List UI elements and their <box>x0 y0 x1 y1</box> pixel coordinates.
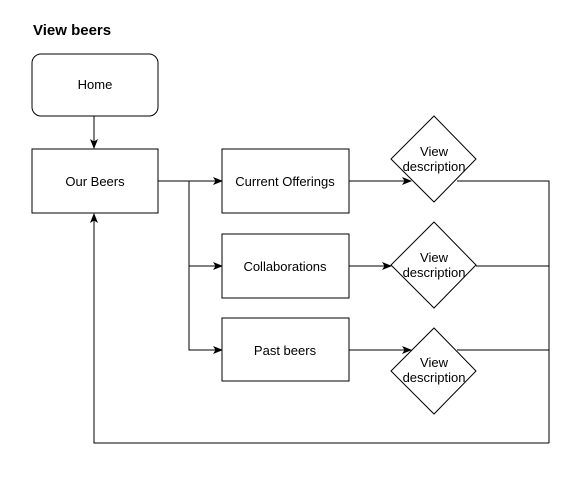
edge-return-to-our-beers <box>90 213 549 444</box>
edge-our-beers-to-past-beers <box>188 266 223 354</box>
node-home-shape <box>31 53 159 117</box>
edge-view-description-1-return <box>457 180 550 443</box>
diagram-title: View beers <box>33 22 112 39</box>
node-view-description-3-label-line2: description <box>403 370 466 385</box>
node-past-beers-shape <box>221 317 350 382</box>
node-view-description-2-label-line2: description <box>403 265 466 280</box>
node-current-offerings-label: Current Offerings <box>235 174 335 189</box>
node-view-description-3: View description <box>390 327 477 415</box>
edge-our-beers-to-collaborations <box>188 181 223 270</box>
node-view-description-1-shape <box>390 115 477 203</box>
node-past-beers-label: Past beers <box>254 343 317 358</box>
node-view-description-3-shape <box>390 327 477 415</box>
node-view-description-1: View description <box>390 115 477 203</box>
node-collaborations: Collaborations <box>221 233 350 299</box>
node-our-beers-shape <box>31 148 159 214</box>
node-home: Home <box>31 53 159 117</box>
node-current-offerings: Current Offerings <box>221 148 350 214</box>
node-view-description-3-label-line1: View <box>420 355 449 370</box>
node-view-description-2: View description <box>390 221 477 309</box>
node-our-beers: Our Beers <box>31 148 159 214</box>
node-view-description-2-label-line1: View <box>420 250 449 265</box>
node-collaborations-shape <box>221 233 350 299</box>
node-our-beers-label: Our Beers <box>65 174 125 189</box>
node-view-description-1-label-line2: description <box>403 159 466 174</box>
node-view-description-1-label-line1: View <box>420 144 449 159</box>
node-view-description-2-shape <box>390 221 477 309</box>
connectors <box>90 116 550 444</box>
node-past-beers: Past beers <box>221 317 350 382</box>
node-collaborations-label: Collaborations <box>243 259 327 274</box>
node-home-label: Home <box>78 77 113 92</box>
node-current-offerings-shape <box>221 148 350 214</box>
